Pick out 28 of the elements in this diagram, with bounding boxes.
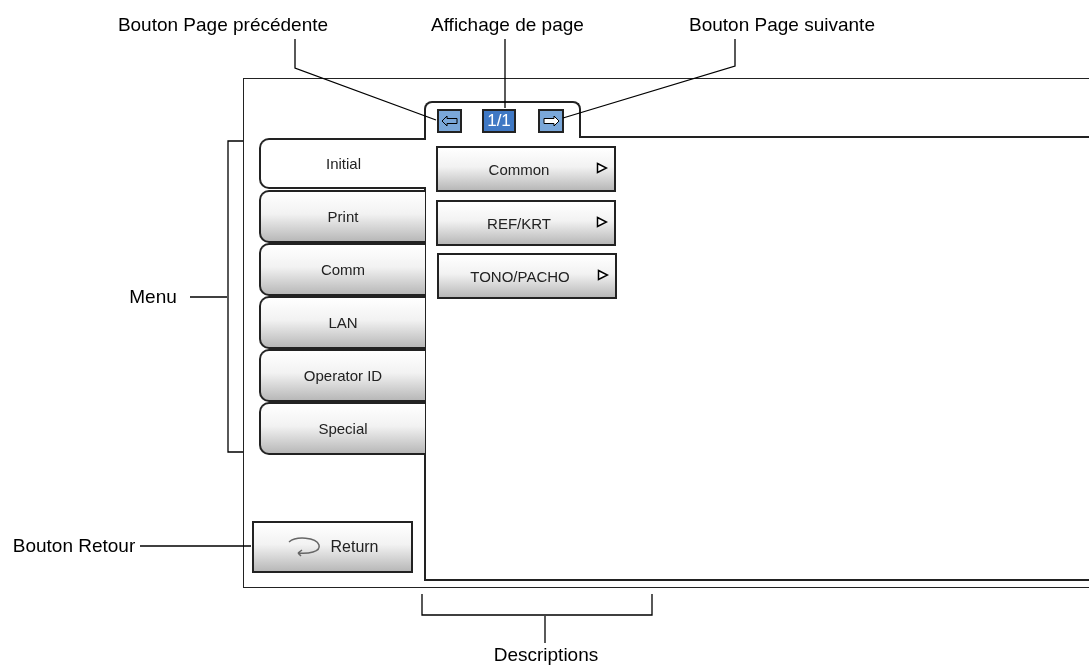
bracket [227, 140, 243, 453]
menu-tab: Comm [259, 243, 425, 296]
next-page-button [538, 109, 564, 133]
leader-line [189, 296, 228, 298]
previous-page-button [437, 109, 462, 133]
submenu-button: TONO/PACHO [437, 253, 617, 299]
leader-line [544, 615, 546, 644]
callout-label: Bouton Retour [8, 534, 140, 558]
submenu-button: Common [436, 146, 616, 192]
leader-line [294, 38, 437, 121]
menu-tab: Initial [259, 138, 426, 189]
leader-line [139, 545, 252, 547]
submenu-button: REF/KRT [436, 200, 616, 246]
bracket [421, 594, 653, 616]
leader-line [504, 38, 506, 109]
callout-label: Bouton Page suivante [652, 13, 912, 39]
menu-tab: Print [259, 190, 425, 243]
page-indicator: 1/1 [482, 109, 516, 133]
callout-label: Menu [116, 285, 190, 309]
callout-label: Descriptions [481, 643, 611, 667]
menu-tab: LAN [259, 296, 425, 349]
return-button: Return [252, 521, 413, 573]
callout-label: Bouton Page précédente [76, 13, 370, 39]
menu-tab: Operator ID [259, 349, 425, 402]
callout-label: Affichage de page [431, 13, 584, 39]
menu-tab: Special [259, 402, 425, 455]
content-panel [424, 136, 1089, 581]
screen-frame [243, 78, 1089, 588]
